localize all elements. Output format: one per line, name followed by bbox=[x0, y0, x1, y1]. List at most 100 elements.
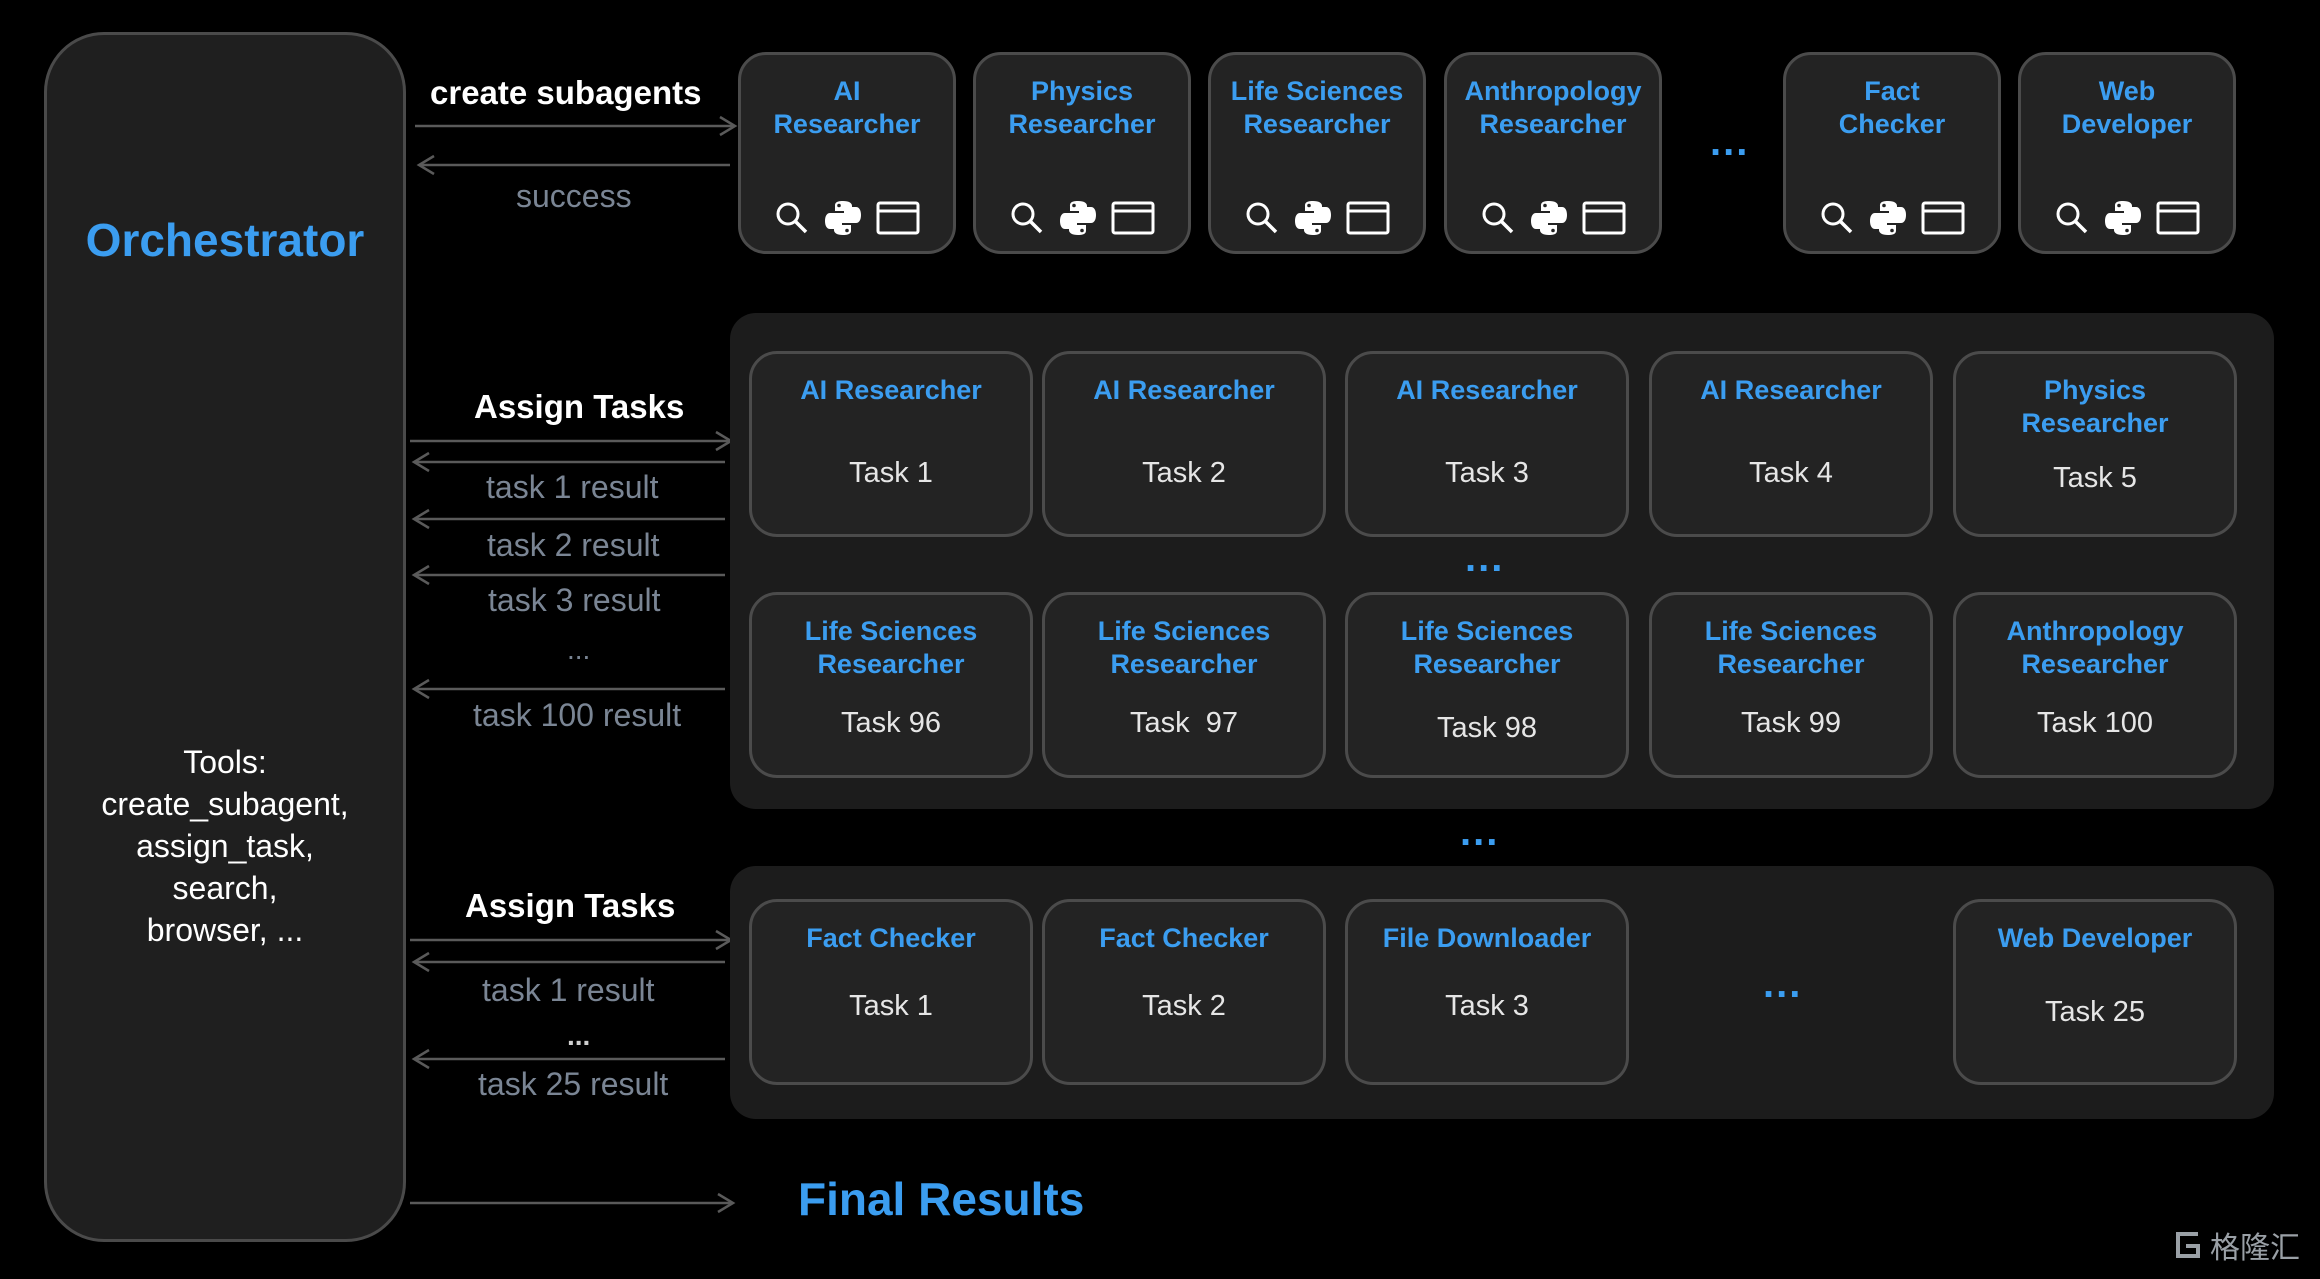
task-card: Anthropology Researcher Task 100 bbox=[1953, 592, 2237, 778]
search-icon bbox=[2056, 202, 2088, 234]
task-card: Life Sciences Researcher Task 96 bbox=[749, 592, 1033, 778]
subagent-tools bbox=[1447, 199, 1659, 237]
task-label: Task 100 bbox=[2036, 707, 2154, 739]
browser-window-icon bbox=[1921, 201, 1965, 235]
python-icon bbox=[825, 201, 861, 235]
task-card: AI Researcher Task 3 bbox=[1345, 351, 1629, 537]
search-icon bbox=[1482, 202, 1514, 234]
task-label: Task 25 bbox=[2045, 996, 2145, 1028]
task-label: Task 2 bbox=[1142, 457, 1226, 489]
task-card: Fact Checker Task 1 bbox=[749, 899, 1033, 1085]
subagent-name: Physics Researcher bbox=[1008, 76, 1156, 139]
watermark-text: 格隆汇 bbox=[2210, 1232, 2300, 1265]
subagent-card: Life Sciences Researcher bbox=[1208, 52, 1426, 254]
rounds-ellipsis: ... bbox=[1460, 810, 1500, 854]
task-agent: Fact Checker bbox=[806, 923, 976, 953]
row-ellipsis: ... bbox=[1465, 536, 1505, 580]
task-label: Task 4 bbox=[1749, 457, 1833, 489]
task-label: Task 2 bbox=[1142, 990, 1226, 1022]
task-label: Task 96 bbox=[841, 707, 941, 739]
watermark-logo-icon bbox=[2176, 1232, 2200, 1258]
subagent-card: Web Developer bbox=[2018, 52, 2236, 254]
task-label: Task 99 bbox=[1741, 707, 1841, 739]
task-agent: Life Sciences Researcher bbox=[1704, 616, 1878, 679]
subagent-tools bbox=[1786, 199, 1998, 237]
task-agent: AI Researcher bbox=[1396, 375, 1578, 405]
task-card: Fact Checker Task 2 bbox=[1042, 899, 1326, 1085]
result-ellipsis: ... bbox=[567, 634, 591, 665]
browser-window-icon bbox=[1111, 201, 1155, 235]
tools-line: Tools: bbox=[183, 744, 267, 780]
python-icon bbox=[1295, 201, 1331, 235]
task-card: AI Researcher Task 4 bbox=[1649, 351, 1933, 537]
task-card: AI Researcher Task 1 bbox=[749, 351, 1033, 537]
task-label: Task 97 bbox=[1130, 707, 1238, 739]
python-icon bbox=[1060, 201, 1096, 235]
round2-ellipsis: ... bbox=[1763, 962, 1803, 1006]
result-label: task 3 result bbox=[488, 582, 661, 618]
task-agent: Web Developer bbox=[1997, 923, 2193, 953]
subagent-name: Anthropology Researcher bbox=[1464, 76, 1642, 139]
task-card: Life Sciences Researcher Task 99 bbox=[1649, 592, 1933, 778]
search-icon bbox=[1821, 202, 1853, 234]
subagent-tools bbox=[2021, 199, 2233, 237]
subagent-card: Physics Researcher bbox=[973, 52, 1191, 254]
task-agent: File Downloader bbox=[1382, 923, 1592, 953]
task-label: Task 98 bbox=[1437, 712, 1537, 744]
task-agent: Life Sciences Researcher bbox=[1400, 616, 1574, 679]
subagent-card: Anthropology Researcher bbox=[1444, 52, 1662, 254]
orchestrator-box: Orchestrator Tools: create_subagent, ass… bbox=[44, 32, 406, 1242]
orchestrator-tools: Tools: create_subagent, assign_task, sea… bbox=[47, 741, 403, 951]
task-agent: Life Sciences Researcher bbox=[804, 616, 978, 679]
task-label: Task 5 bbox=[2053, 462, 2137, 494]
result-label: task 100 result bbox=[473, 697, 682, 733]
tools-line: browser, ... bbox=[146, 912, 304, 948]
search-icon bbox=[1246, 202, 1278, 234]
subagent-tools bbox=[741, 199, 953, 237]
result-ellipsis: ... bbox=[567, 1020, 591, 1051]
watermark: 格隆汇 bbox=[2170, 1223, 2300, 1267]
tools-line: assign_task, bbox=[136, 828, 314, 864]
subagent-name: Fact Checker bbox=[1838, 76, 1946, 139]
result-label: task 25 result bbox=[478, 1066, 669, 1102]
browser-window-icon bbox=[876, 201, 920, 235]
result-label: task 2 result bbox=[487, 527, 660, 563]
task-card: Web Developer Task 25 bbox=[1953, 899, 2237, 1085]
task-card: Life Sciences Researcher Task 98 bbox=[1345, 592, 1629, 778]
task-agent: AI Researcher bbox=[1700, 375, 1882, 405]
task-card: Life Sciences Researcher Task 97 bbox=[1042, 592, 1326, 778]
python-icon bbox=[1531, 201, 1567, 235]
python-icon bbox=[2105, 201, 2141, 235]
assign-tasks-label-2: Assign Tasks bbox=[465, 887, 676, 924]
task-agent: AI Researcher bbox=[800, 375, 982, 405]
browser-window-icon bbox=[1346, 201, 1390, 235]
task-label: Task 1 bbox=[849, 457, 933, 489]
task-card: AI Researcher Task 2 bbox=[1042, 351, 1326, 537]
task-label: Task 3 bbox=[1445, 457, 1529, 489]
task-card: Physics Researcher Task 5 bbox=[1953, 351, 2237, 537]
search-icon bbox=[1011, 202, 1043, 234]
orchestrator-title: Orchestrator bbox=[85, 214, 365, 266]
browser-window-icon bbox=[2156, 201, 2200, 235]
browser-window-icon bbox=[1582, 201, 1626, 235]
task-agent: Physics Researcher bbox=[2021, 375, 2169, 438]
task-agent: Life Sciences Researcher bbox=[1097, 616, 1271, 679]
python-icon bbox=[1870, 201, 1906, 235]
subagent-tools bbox=[976, 199, 1188, 237]
tools-line: search, bbox=[172, 870, 278, 906]
final-results-label: Final Results bbox=[798, 1173, 1085, 1225]
subagent-tools bbox=[1211, 199, 1423, 237]
result-label: task 1 result bbox=[482, 972, 655, 1008]
task-card: File Downloader Task 3 bbox=[1345, 899, 1629, 1085]
create-subagents-label: create subagents bbox=[430, 74, 702, 111]
subagent-card: Fact Checker bbox=[1783, 52, 2001, 254]
subagent-name: AI Researcher bbox=[773, 76, 921, 139]
subagent-name: Web Developer bbox=[2061, 76, 2193, 139]
task-label: Task 1 bbox=[849, 990, 933, 1022]
subagent-ellipsis: ... bbox=[1710, 120, 1750, 164]
subagent-card: AI Researcher bbox=[738, 52, 956, 254]
tools-line: create_subagent, bbox=[101, 786, 349, 822]
subagent-name: Life Sciences Researcher bbox=[1230, 76, 1404, 139]
task-label: Task 3 bbox=[1445, 990, 1529, 1022]
task-agent: Anthropology Researcher bbox=[2006, 616, 2184, 679]
